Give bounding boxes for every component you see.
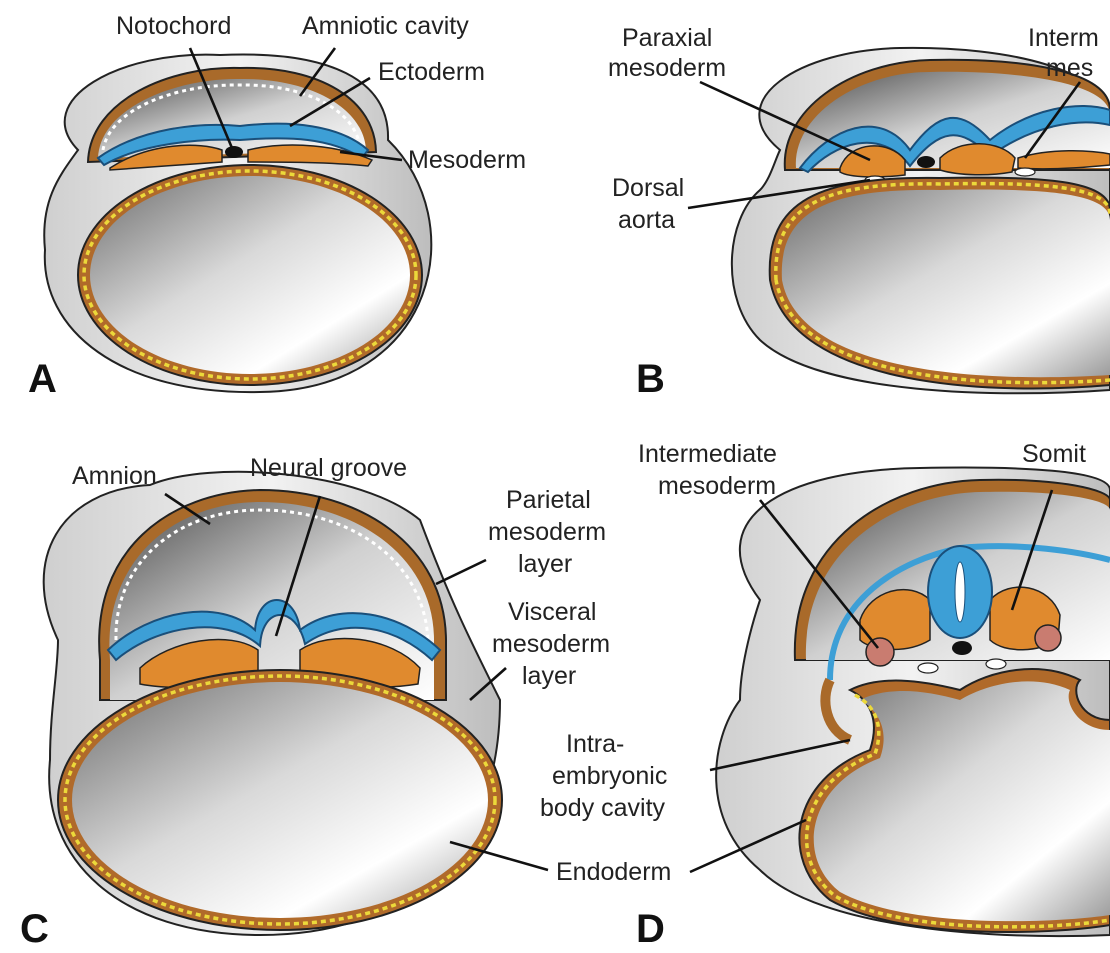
panel-b-dorsal-aorta-right — [1015, 168, 1035, 176]
panel-d-neural-canal — [955, 562, 965, 622]
panel-c-letter: C — [20, 907, 49, 951]
panel-a-yolk-sac — [90, 176, 410, 374]
panel-c-label-visceral-2: mesoderm — [492, 630, 610, 658]
panel-d-label-intermediate-2: mesoderm — [658, 472, 776, 500]
panel-b: Paraxial mesoderm Interm mes Dorsal aort… — [608, 24, 1110, 401]
panel-b-label-paraxial-2: mesoderm — [608, 54, 726, 82]
panel-c-label-visceral-3: layer — [522, 662, 576, 690]
panel-c-yolk-sac — [72, 682, 488, 918]
panel-a-label-mesoderm: Mesoderm — [408, 146, 526, 174]
panel-d-label-somite: Somit — [1022, 440, 1086, 468]
panel-b-label-paraxial-1: Paraxial — [622, 24, 712, 52]
panel-a-letter: A — [28, 357, 57, 401]
panel-c-label-intra-1: Intra- — [566, 730, 624, 758]
panel-b-label-intermediate-2: mes — [1046, 54, 1093, 82]
panel-a-label-notochord: Notochord — [116, 12, 231, 40]
panel-d-notochord — [952, 641, 972, 655]
panel-c-label-intra-2: embryonic — [552, 762, 667, 790]
panel-c-label-visceral-1: Visceral — [508, 598, 596, 626]
panel-b-label-intermediate-1: Interm — [1028, 24, 1099, 52]
panel-c-label-amnion: Amnion — [72, 462, 157, 490]
panel-c: Amnion Neural groove Parietal mesoderm l… — [20, 454, 671, 951]
panel-a-label-ectoderm: Ectoderm — [378, 58, 485, 86]
panel-b-label-dorsal-2: aorta — [618, 206, 675, 234]
panel-d-aorta-right — [986, 659, 1006, 669]
panel-d-intermediate-right — [1035, 625, 1061, 651]
panel-d-aorta-left — [918, 663, 938, 673]
panel-c-label-intra-3: body cavity — [540, 794, 666, 822]
panel-c-label-parietal-2: mesoderm — [488, 518, 606, 546]
panel-a-notochord — [225, 146, 243, 158]
panel-d-intermediate-left — [866, 638, 894, 666]
panel-c-label-endoderm: Endoderm — [556, 858, 671, 886]
panel-d-label-intermediate-1: Intermediate — [638, 440, 777, 468]
panel-c-label-parietal-1: Parietal — [506, 486, 591, 514]
panel-b-letter: B — [636, 357, 665, 401]
panel-b-notochord — [917, 156, 935, 168]
panel-d-letter: D — [636, 907, 665, 951]
panel-c-label-parietal-3: layer — [518, 550, 572, 578]
panel-a: Notochord Amniotic cavity Ectoderm Mesod… — [28, 12, 526, 401]
panel-b-label-dorsal-1: Dorsal — [612, 174, 684, 202]
panel-d: Intermediate mesoderm Somit D — [636, 440, 1110, 951]
panel-c-parietal-leader — [436, 560, 486, 584]
panel-c-label-neural-groove: Neural groove — [250, 454, 407, 482]
panel-a-label-amniotic-cavity: Amniotic cavity — [302, 12, 469, 40]
